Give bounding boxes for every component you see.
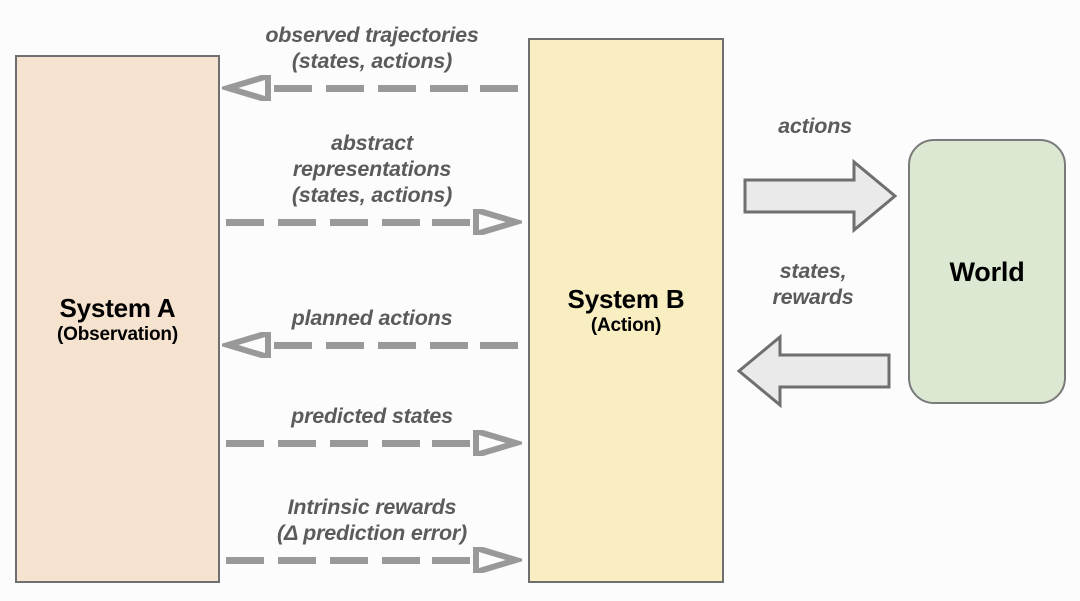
dashed-arrow-left-icon: [222, 332, 518, 358]
flow-observed-trajectories-label: observed trajectories (states, actions): [265, 23, 479, 73]
dashed-arrow-left-icon: [222, 75, 518, 101]
dashed-arrow-right-icon: [226, 547, 522, 573]
system-b-subtitle: (Action): [590, 315, 662, 336]
flow-predicted-states: predicted states: [222, 403, 522, 456]
flow-planned-actions: planned actions: [222, 305, 522, 358]
system-a-title: System A: [59, 292, 176, 323]
dashed-arrow-right-icon: [226, 430, 522, 456]
world-flow-states-rewards-label: states, rewards: [772, 259, 854, 309]
flow-predicted-states-label: predicted states: [291, 404, 453, 428]
block-arrow-left-icon: [736, 333, 891, 409]
flow-abstract-representations-label: abstract representations (states, action…: [291, 131, 453, 207]
flow-intrinsic-rewards: Intrinsic rewards (Δ prediction error): [222, 494, 522, 573]
world-flow-actions-label: actions: [778, 114, 852, 138]
flow-intrinsic-rewards-label: Intrinsic rewards (Δ prediction error): [276, 495, 467, 545]
dashed-arrow-right-icon: [226, 209, 522, 235]
system-a-subtitle: (Observation): [57, 323, 178, 345]
node-system-b[interactable]: System B (Action): [528, 38, 724, 583]
system-b-title: System B: [567, 284, 685, 314]
node-world[interactable]: World: [908, 139, 1066, 404]
flow-observed-trajectories: observed trajectories (states, actions): [222, 22, 522, 101]
flow-planned-actions-label: planned actions: [291, 306, 453, 330]
flow-abstract-representations: abstract representations (states, action…: [222, 130, 522, 235]
node-system-a[interactable]: System A (Observation): [15, 55, 220, 583]
world-title: World: [949, 256, 1025, 287]
block-arrow-right-icon: [743, 158, 898, 234]
